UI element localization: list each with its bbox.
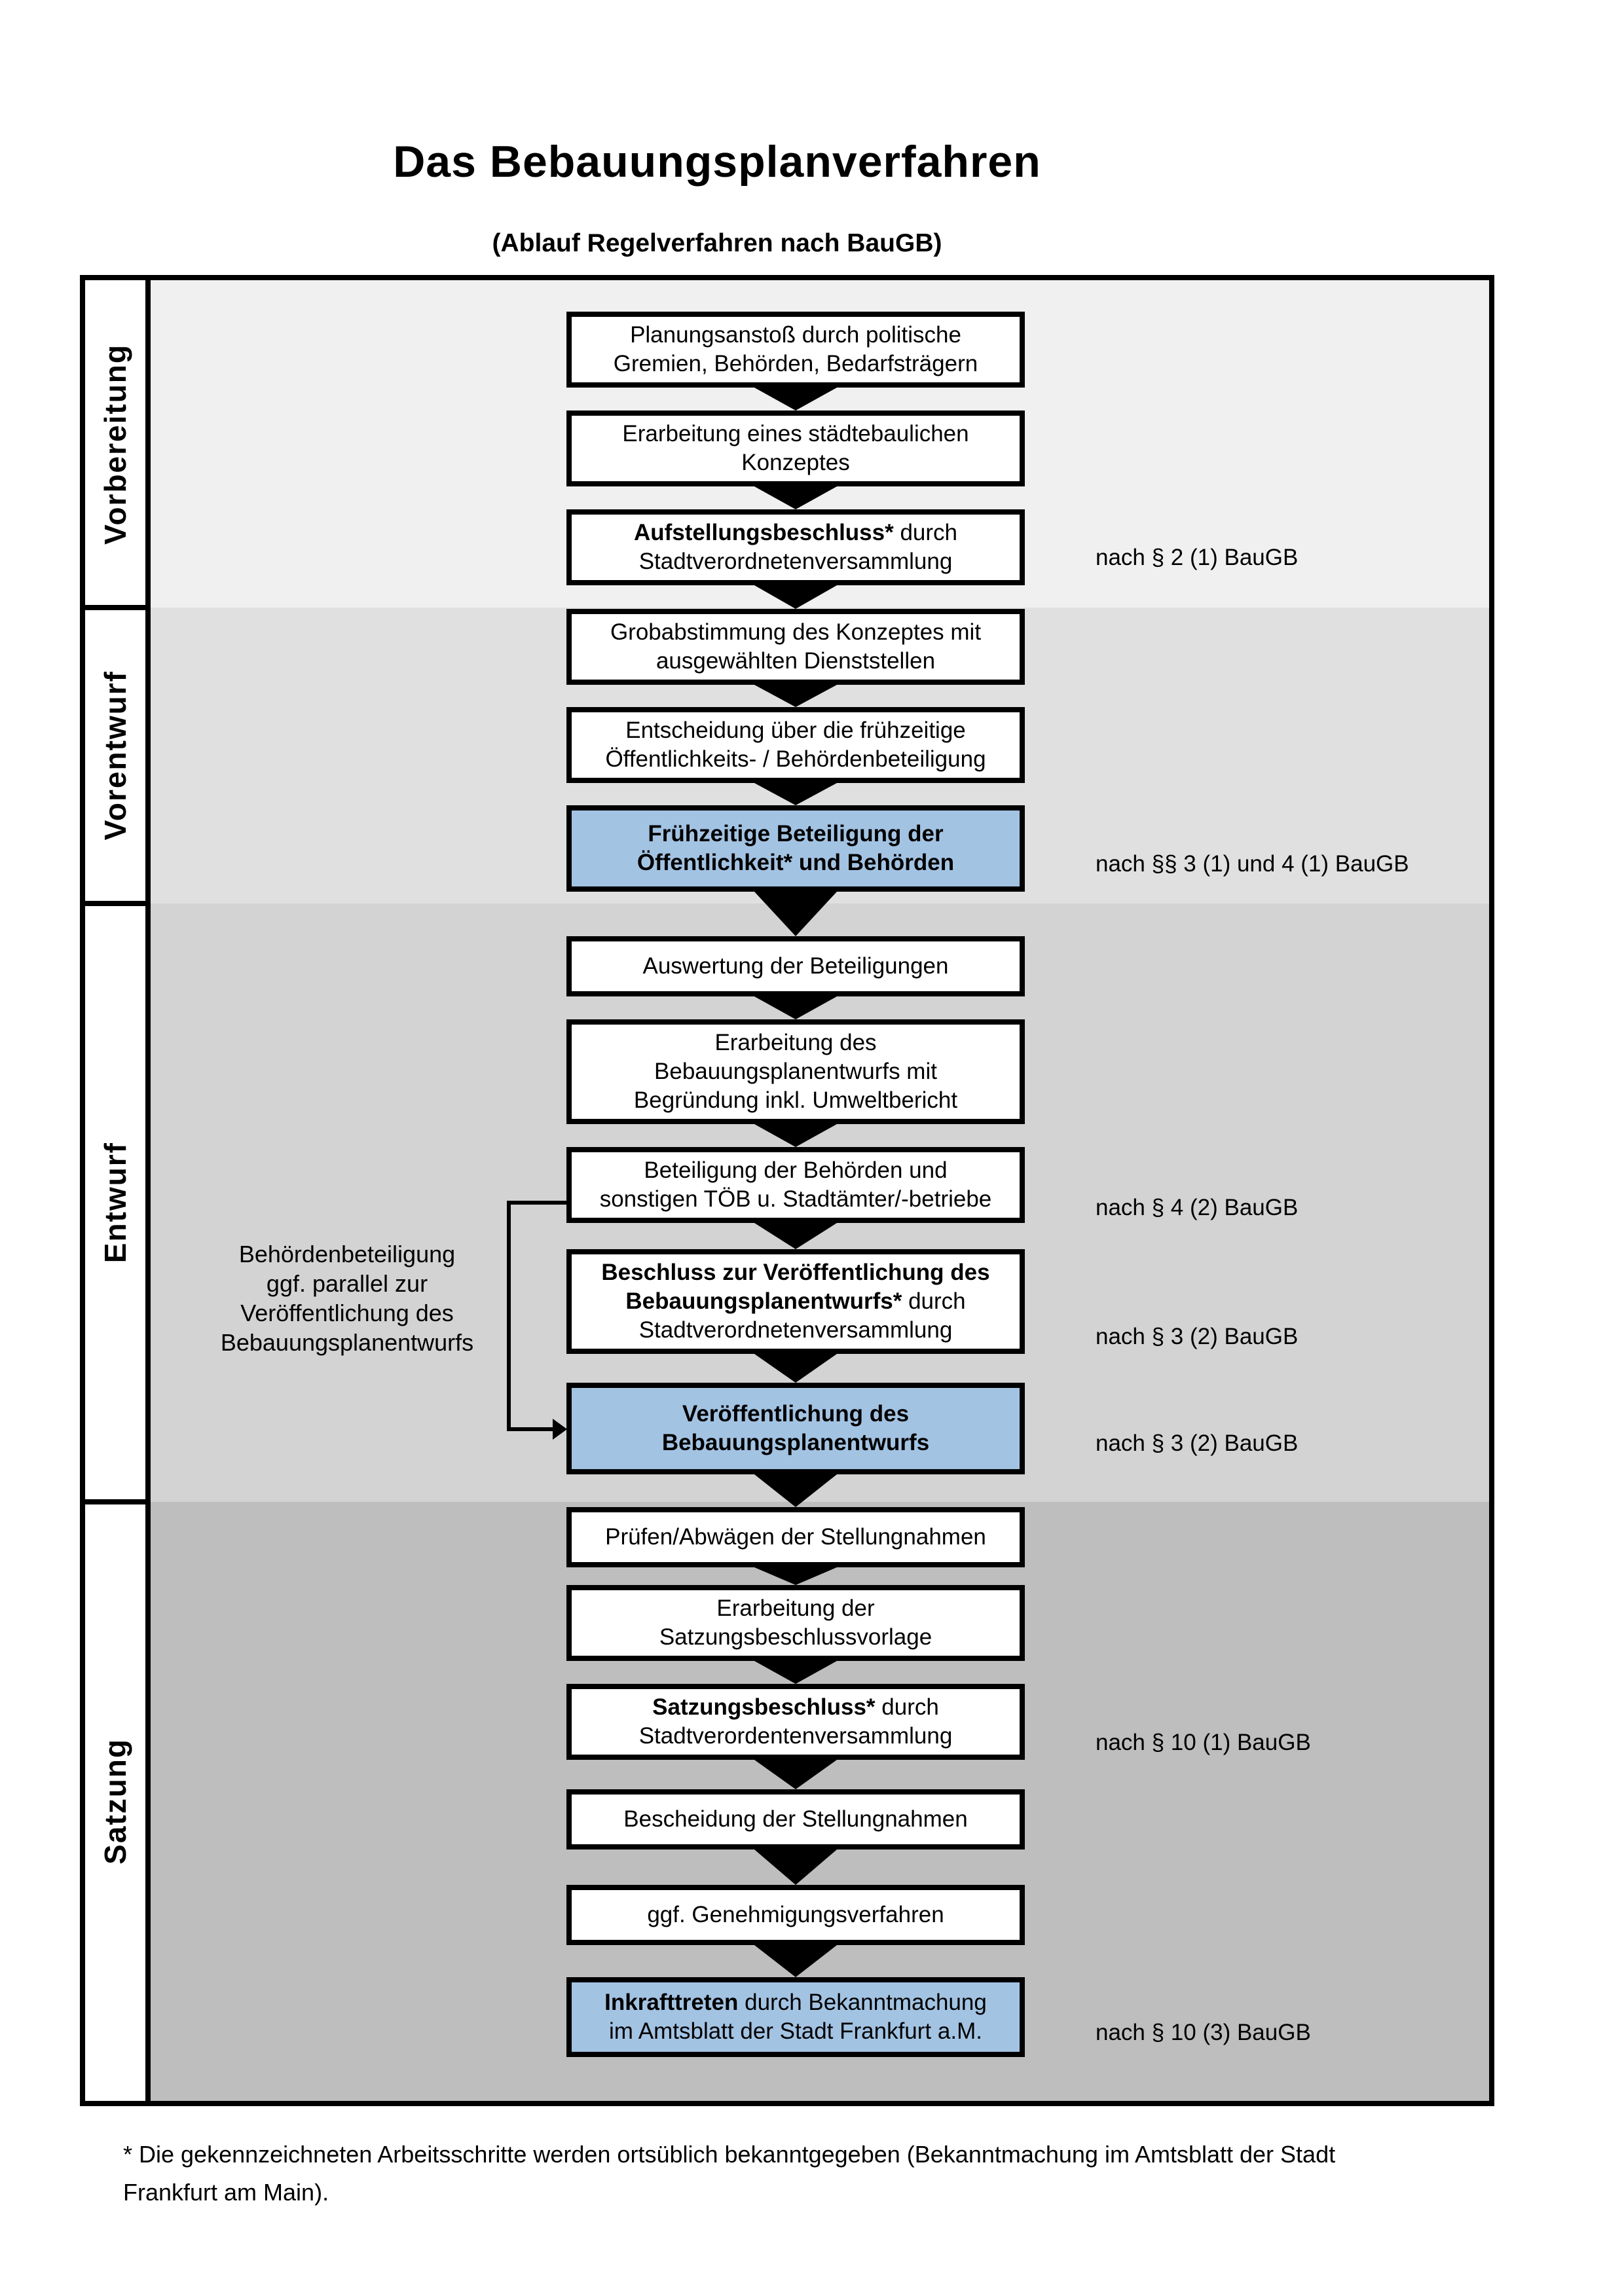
flow-box-line: Stadtverordentenversammlung bbox=[638, 1723, 953, 1749]
phase-label: Entwurf bbox=[98, 1142, 132, 1264]
flow-box-line: Grobabstimmung des Konzeptes mit bbox=[610, 619, 982, 645]
flow-box-line: Begründung inkl. Umweltbericht bbox=[633, 1087, 958, 1113]
flow-box-beteiligung-behoerden: Beteiligung der Behörden und sonstigen TÖ… bbox=[566, 1147, 1025, 1223]
flow-box-grobabstimmung: Grobabstimmung des Konzeptes mit ausgewäh… bbox=[566, 609, 1025, 685]
arrow-down-icon bbox=[754, 783, 837, 805]
phase-label: Vorentwurf bbox=[98, 670, 132, 841]
phase-label-box-entwurf: Entwurf bbox=[85, 903, 145, 1502]
arrow-down-icon bbox=[754, 1124, 837, 1147]
flow-box-line: ausgewählten Dienststellen bbox=[655, 648, 936, 674]
law-reference: nach §§ 3 (1) und 4 (1) BauGB bbox=[1096, 851, 1409, 877]
law-reference: nach § 10 (1) BauGB bbox=[1096, 1730, 1311, 1755]
arrow-down-icon bbox=[754, 1474, 837, 1507]
flow-box-line: Gremien, Behörden, Bedarfsträgern bbox=[613, 351, 978, 376]
arrow-down-icon bbox=[754, 1223, 837, 1249]
connector-arrowhead-icon bbox=[553, 1419, 567, 1440]
flow-box-line: Erarbeitung eines städtebaulichen bbox=[622, 421, 969, 446]
flow-box-line: ggf. Genehmigungsverfahren bbox=[647, 1902, 944, 1927]
connector-horizontal-line bbox=[507, 1427, 555, 1431]
footnote: * Die gekennzeichneten Arbeitsschritte w… bbox=[123, 2136, 1538, 2212]
footnote-line: * Die gekennzeichneten Arbeitsschritte w… bbox=[123, 2141, 1336, 2168]
arrow-down-icon bbox=[754, 685, 837, 707]
flow-box-line: Satzungsbeschlussvorlage bbox=[659, 1624, 932, 1650]
phase-divider bbox=[83, 605, 151, 610]
phase-label: Vorbereitung bbox=[98, 343, 132, 545]
arrow-down-icon bbox=[754, 1760, 837, 1789]
flow-box-line: Aufstellungsbeschluss* durch bbox=[633, 520, 958, 545]
flow-box-line: Konzeptes bbox=[741, 450, 850, 475]
flow-box-line: Erarbeitung der bbox=[716, 1595, 875, 1621]
flow-box-line: Bescheidung der Stellungnahmen bbox=[623, 1806, 968, 1832]
flow-box-genehmigungsverfahren: ggf. Genehmigungsverfahren bbox=[566, 1885, 1025, 1945]
flow-box-line: Stadtverordnetenversammlung bbox=[638, 549, 953, 574]
flow-box-line: sonstigen TÖB u. Stadtämter/-betriebe bbox=[599, 1186, 992, 1212]
flow-box-line: Stadtverordnetenversammlung bbox=[638, 1317, 953, 1343]
flow-box-line: Beschluss zur Veröffentlichung des bbox=[601, 1260, 990, 1285]
phase-divider bbox=[83, 901, 151, 906]
law-reference: nach § 3 (2) BauGB bbox=[1096, 1324, 1299, 1349]
law-reference: nach § 3 (2) BauGB bbox=[1096, 1430, 1299, 1456]
arrow-down-icon bbox=[754, 1850, 837, 1885]
phase-label-box-satzung: Satzung bbox=[85, 1502, 145, 2101]
connector-stub-line bbox=[509, 1201, 566, 1205]
flow-box-line: Öffentlichkeit* und Behörden bbox=[637, 850, 955, 875]
flow-box-line: Inkrafttreten durch Bekanntmachung bbox=[604, 1990, 987, 2015]
label-column-divider bbox=[145, 280, 151, 2101]
arrow-down-icon bbox=[754, 1661, 837, 1684]
flow-box-inkrafttreten: Inkrafttreten durch Bekanntmachung im Amt… bbox=[566, 1977, 1025, 2057]
phase-label: Satzung bbox=[98, 1738, 132, 1865]
flow-box-line: Entscheidung über die frühzeitige bbox=[625, 718, 966, 743]
footnote-line: Frankfurt am Main). bbox=[123, 2179, 329, 2206]
flow-box-line: Auswertung der Beteiligungen bbox=[642, 953, 949, 979]
flow-box-line: Bebauungsplanentwurfs mit bbox=[654, 1059, 937, 1084]
flow-box-line: Bebauungsplanentwurfs bbox=[661, 1430, 930, 1455]
arrow-down-icon bbox=[754, 1945, 837, 1977]
flow-box-line: Satzungsbeschluss* durch bbox=[652, 1694, 939, 1720]
flow-box-line: im Amtsblatt der Stadt Frankfurt a.M. bbox=[609, 2018, 982, 2044]
arrow-down-icon bbox=[754, 892, 837, 936]
law-reference: nach § 10 (3) BauGB bbox=[1096, 2020, 1311, 2045]
flow-box-line: Veröffentlichung des bbox=[682, 1401, 910, 1427]
arrow-down-icon bbox=[754, 585, 837, 609]
flow-box-auswertung: Auswertung der Beteiligungen bbox=[566, 936, 1025, 996]
page-subtitle: (Ablauf Regelverfahren nach BauGB) bbox=[492, 229, 942, 257]
page-title: Das Bebauungsplanverfahren bbox=[393, 137, 1041, 187]
connector-vertical-line bbox=[507, 1201, 511, 1431]
flow-box-line: Öffentlichkeits- / Behördenbeteiligung bbox=[605, 746, 986, 772]
phase-label-box-vorentwurf: Vorentwurf bbox=[85, 608, 145, 903]
flow-box-line: Bebauungsplanentwurfs* durch bbox=[625, 1288, 966, 1314]
arrow-down-icon bbox=[754, 1354, 837, 1383]
arrow-down-icon bbox=[754, 486, 837, 509]
flow-box-line: Frühzeitige Beteiligung der bbox=[648, 821, 944, 847]
side-annotation-line: Behördenbeteiligung bbox=[238, 1241, 456, 1267]
side-annotation-line: Bebauungsplanentwurfs bbox=[220, 1329, 474, 1356]
flow-box-pruefen-abwaegen: Prüfen/Abwägen der Stellungnahmen bbox=[566, 1507, 1025, 1567]
flow-box-line: Prüfen/Abwägen der Stellungnahmen bbox=[605, 1524, 986, 1550]
phase-label-box-vorbereitung: Vorbereitung bbox=[85, 280, 145, 608]
arrow-down-icon bbox=[754, 996, 837, 1019]
side-annotation-line: Veröffentlichung des bbox=[240, 1300, 454, 1326]
side-annotation-line: ggf. parallel zur bbox=[266, 1270, 428, 1297]
phase-divider bbox=[83, 1499, 151, 1504]
flow-box-line: Beteiligung der Behörden und bbox=[644, 1157, 948, 1183]
flow-box-line: Planungsanstoß durch politische bbox=[630, 322, 961, 348]
arrow-down-icon bbox=[754, 1567, 837, 1585]
law-reference: nach § 4 (2) BauGB bbox=[1096, 1195, 1299, 1220]
flow-box-line: Erarbeitung des bbox=[714, 1030, 877, 1055]
law-reference: nach § 2 (1) BauGB bbox=[1096, 545, 1299, 570]
arrow-down-icon bbox=[754, 388, 837, 410]
flow-box-bescheidung: Bescheidung der Stellungnahmen bbox=[566, 1789, 1025, 1850]
